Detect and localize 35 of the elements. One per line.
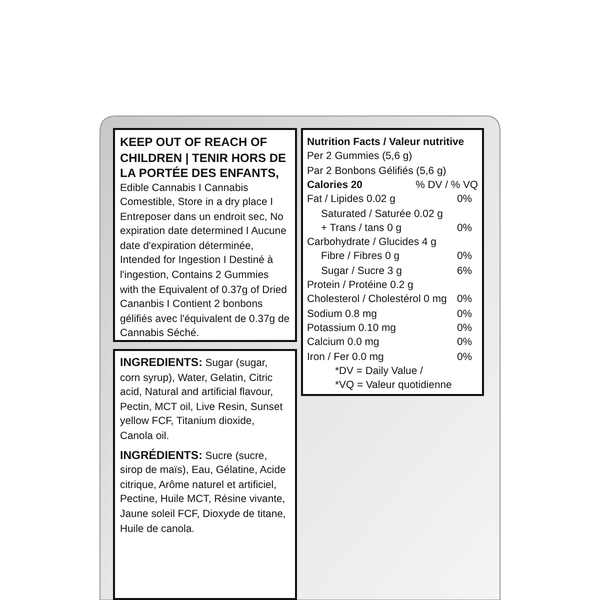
- nutrient-label: Nutrition Facts / Valeur nutritive: [307, 136, 464, 149]
- ingredients-text: INGRÉDIENTS: Sucre (sucre, sirop de maïs), Eau, Gélatine, Acide citrique, Arôme naturel et artificiel, Pectine, Huile MCT, Résine vivante, Jaune soleil FCF, Dioxyde de titane, Huile de canola.: [120, 448, 287, 537]
- value-label: 0%: [456, 193, 472, 206]
- value-label: 0%: [456, 336, 472, 350]
- value-label: 0%: [456, 308, 472, 321]
- value-label: % DV / % VQ: [416, 178, 478, 192]
- nutrient-label: Protein / Protéine 0.2 g: [307, 279, 414, 292]
- label-panel: [113, 128, 297, 342]
- nutrient-label: Sugar / Sucre 3 g: [321, 264, 402, 278]
- nutrient-label: Fat / Lipides 0.02 g: [307, 193, 396, 206]
- value-label: 0%: [456, 293, 472, 306]
- value-label: 0%: [456, 322, 472, 335]
- nutrient-label: *DV = Daily Value /: [335, 364, 423, 378]
- nutrient-label: *VQ = Valeur quotidienne: [335, 379, 452, 392]
- value-label: 6%: [456, 264, 472, 278]
- warning-heading: KEEP OUT OF REACH OF CHILDREN | TENIR HORS DE LA PORTÉE DES ENFANTS,: [120, 135, 288, 182]
- nutrient-label: Calcium 0.0 mg: [307, 336, 380, 350]
- value-label: 0%: [456, 250, 472, 264]
- nutrient-label: Iron / Fer 0.0 mg: [307, 350, 384, 364]
- nutrient-label: + Trans / tans 0 g: [321, 222, 402, 235]
- warning-text: Edible Cannabis I Cannabis Comestible, Store in a dry place I Entreposer dans un endroit sec, No expiration date determined I Aucune date d'expiration déterminée, Intended for Ingestion I Destiné à l'ingestion, Contains 2 Gummies with the Equivalent of 0.37g of Dried Cananbis I Contient 2 bonbons gélifiés avec l'équivalent de 0.37g de Cannabis Séché.: [120, 182, 290, 342]
- nutrient-label: Fibre / Fibres 0 g: [321, 250, 400, 264]
- nutrient-label: Calories 20: [307, 178, 362, 192]
- nutrition-facts-panel: [301, 128, 484, 396]
- nutrient-label: Potassium 0.10 mg: [307, 322, 396, 335]
- label-panel: [113, 349, 297, 600]
- nutrient-label: Carbohydrate / Glucides 4 g: [307, 236, 436, 250]
- value-label: 0%: [456, 350, 472, 364]
- nutrient-label: Cholesterol / Cholestérol 0 mg: [307, 293, 447, 306]
- nutrient-label: Per 2 Gummies (5,6 g): [307, 150, 412, 164]
- nutrient-label: Saturated / Saturée 0.02 g: [321, 208, 443, 220]
- nutrient-label: Par 2 Bonbons Gélifiés (5,6 g): [307, 164, 446, 178]
- ingredients-text: INGREDIENTS: Sugar (sugar, corn syrup), Water, Gelatin, Citric acid, Natural and artificial flavour, Pectin, MCT oil, Live Resin, Sunset yellow FCF, Titanium dioxide, Canola oil.: [120, 356, 284, 444]
- value-label: 0%: [456, 222, 472, 235]
- nutrient-label: Sodium 0.8 mg: [307, 308, 377, 321]
